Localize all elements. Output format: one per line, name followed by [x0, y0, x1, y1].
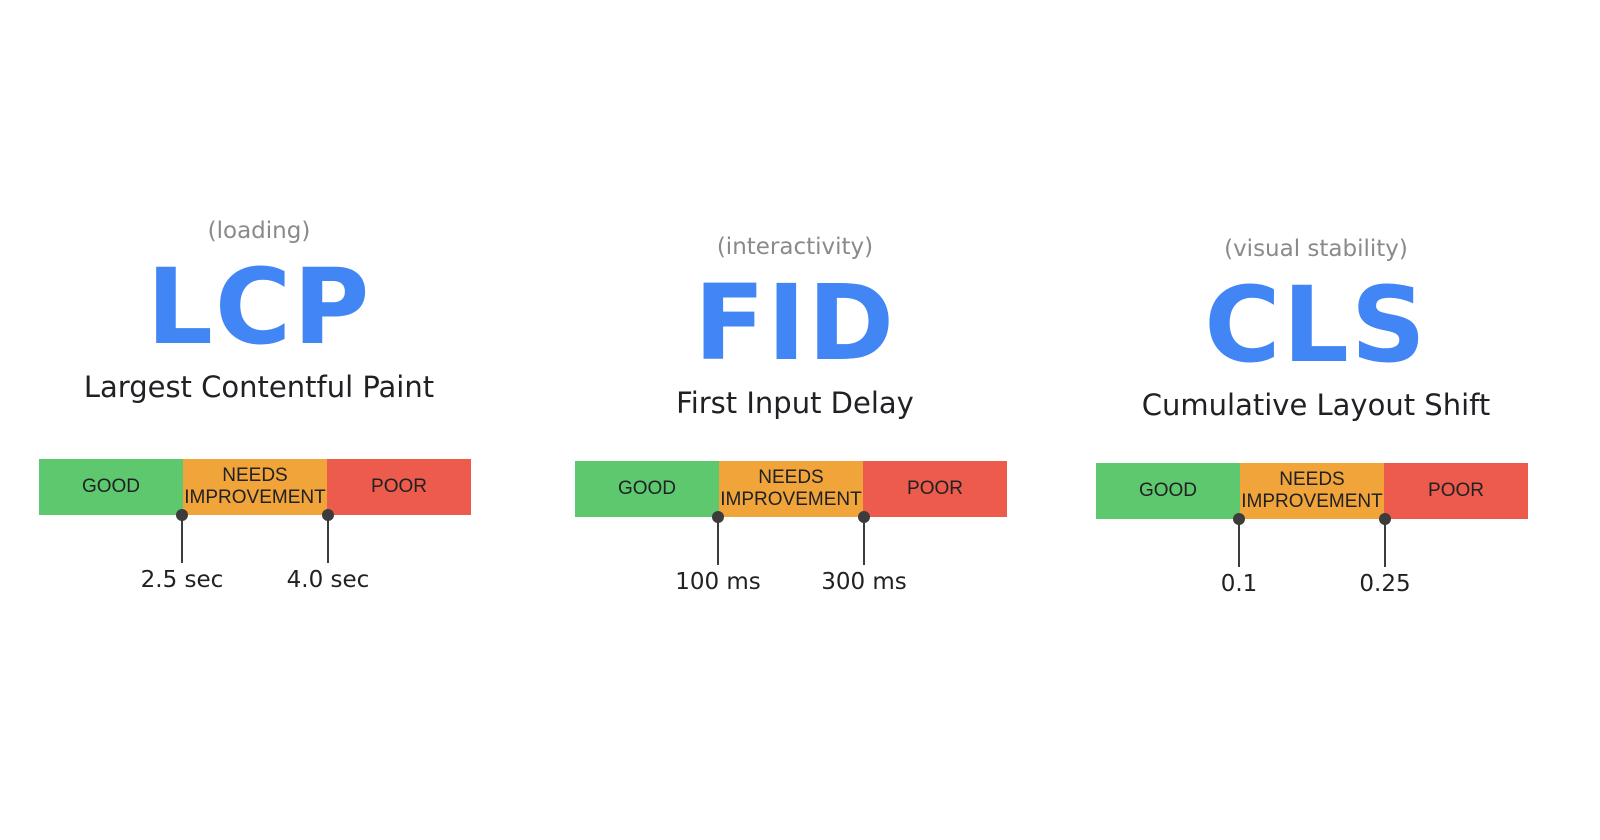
metric-acronym: FID [693, 262, 897, 384]
marker-line [1384, 519, 1386, 567]
threshold-value: 300 ms [821, 569, 907, 595]
segment-good: GOOD [39, 459, 183, 515]
segment-needs-improvement: NEEDS IMPROVEMENT [183, 459, 327, 515]
metric-category: (visual stability) [1224, 236, 1408, 262]
marker-line [717, 517, 719, 565]
marker-line [863, 517, 865, 565]
metric-category: (interactivity) [716, 234, 874, 260]
marker-line [327, 515, 329, 563]
segment-good: GOOD [1096, 463, 1240, 519]
threshold-value: 0.25 [1359, 571, 1411, 597]
threshold-value: 4.0 sec [286, 567, 370, 593]
segment-good: GOOD [575, 461, 719, 517]
segment-needs-improvement: NEEDS IMPROVEMENT [719, 461, 863, 517]
marker-line [181, 515, 183, 563]
segment-poor: POOR [327, 459, 471, 515]
metric-category: (loading) [207, 218, 311, 244]
metric-full-name: First Input Delay [676, 386, 914, 420]
threshold-value: 2.5 sec [140, 567, 224, 593]
metric-full-name: Cumulative Layout Shift [1141, 388, 1491, 422]
metric-full-name: Largest Contentful Paint [83, 370, 435, 404]
threshold-value: 0.1 [1220, 571, 1258, 597]
segment-needs-improvement: NEEDS IMPROVEMENT [1240, 463, 1384, 519]
segment-poor: POOR [863, 461, 1007, 517]
marker-line [1238, 519, 1240, 567]
threshold-bar: GOOD NEEDS IMPROVEMENT POOR [1096, 463, 1528, 519]
threshold-bar: GOOD NEEDS IMPROVEMENT POOR [39, 459, 471, 515]
segment-poor: POOR [1384, 463, 1528, 519]
metric-acronym: CLS [1204, 264, 1428, 386]
threshold-bar: GOOD NEEDS IMPROVEMENT POOR [575, 461, 1007, 517]
metric-acronym: LCP [146, 246, 372, 368]
threshold-value: 100 ms [675, 569, 761, 595]
